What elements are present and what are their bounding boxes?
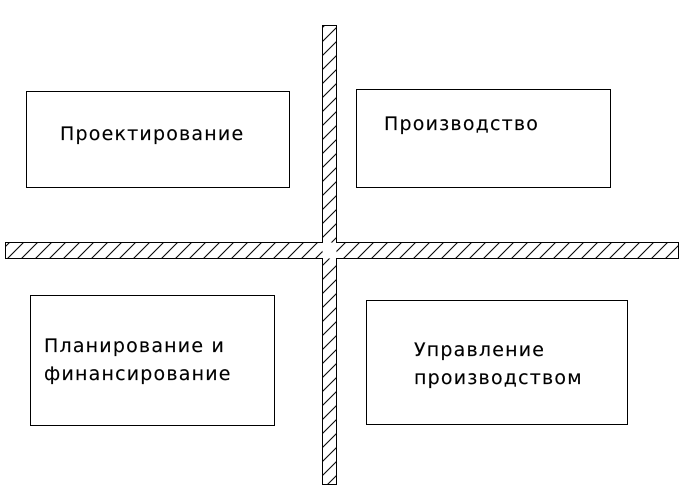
block-planning-finance-line-1: Планирование и [44, 335, 226, 357]
block-planning-finance-label: Планирование и финансирование [44, 332, 232, 388]
block-production-line-1: Производство [384, 113, 540, 135]
block-design-label: Проектирование [60, 120, 244, 148]
block-design-line-1: Проектирование [60, 123, 245, 145]
block-production-label: Производство [384, 110, 539, 138]
block-production: Производство [356, 89, 611, 188]
block-planning-finance: Планирование и финансирование [30, 295, 275, 426]
horizontal-wall [5, 242, 679, 259]
block-design: Проектирование [26, 91, 290, 188]
block-production-management-label: Управление производством [414, 336, 583, 392]
block-production-management-line-2: производством [414, 367, 583, 389]
block-production-management: Управление производством [366, 300, 628, 425]
block-planning-finance-line-2: финансирование [44, 363, 232, 385]
block-production-management-line-1: Управление [414, 339, 546, 361]
cross-outline [5, 25, 679, 485]
